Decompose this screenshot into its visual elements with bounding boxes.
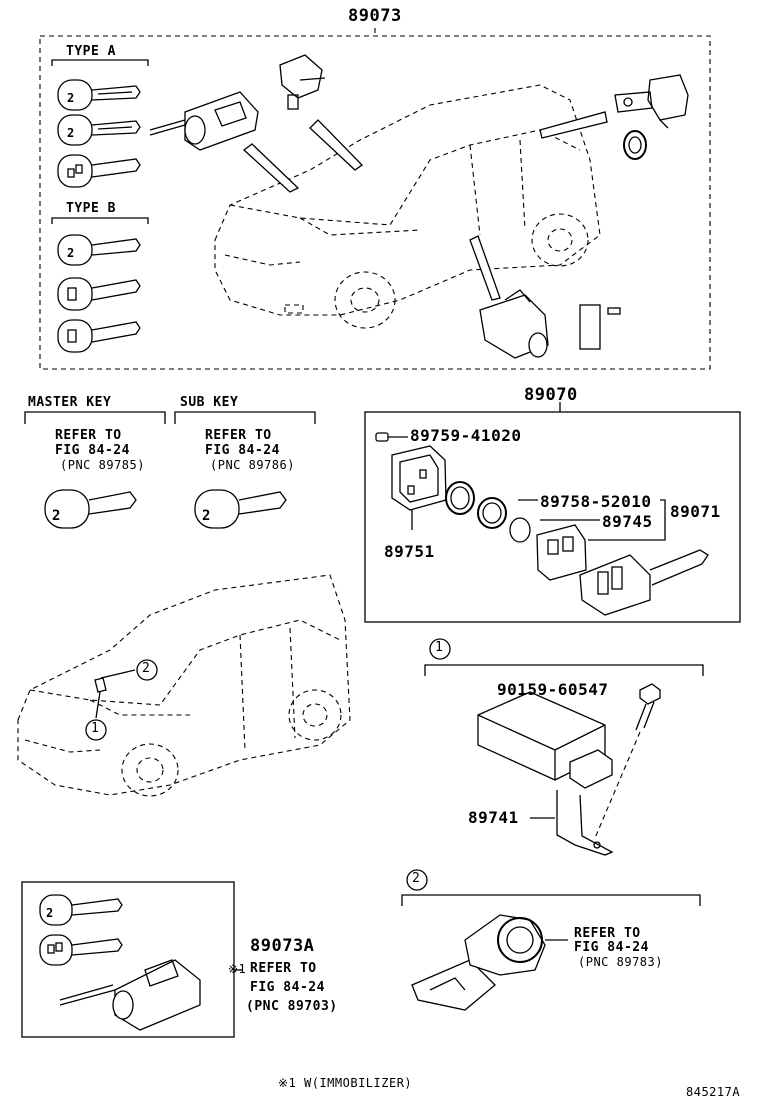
hatch-lock bbox=[614, 74, 689, 160]
sub-refer-line3: (PNC 89786) bbox=[210, 458, 295, 472]
a-refer-line2: FIG 84-24 bbox=[250, 980, 325, 995]
section-1-amplifier bbox=[424, 638, 704, 856]
footnote: ※1 W(IMMOBILIZER) bbox=[278, 1076, 413, 1090]
ref-mark: ※1 bbox=[228, 962, 247, 976]
type-a-keys: 2 2 bbox=[57, 79, 141, 188]
a-refer-line3: (PNC 89703) bbox=[246, 999, 338, 1014]
part-90159-60547: 90159-60547 bbox=[497, 680, 609, 699]
svg-text:2: 2 bbox=[46, 906, 53, 920]
kit-89073-box bbox=[39, 28, 711, 370]
svg-text:2: 2 bbox=[67, 91, 74, 105]
callout-2-mid-text: 2 bbox=[142, 661, 151, 676]
part-89741: 89741 bbox=[468, 808, 519, 827]
sub-refer-line1: REFER TO bbox=[205, 428, 272, 443]
master-refer-line1: REFER TO bbox=[55, 428, 122, 443]
part-89758-52010: 89758-52010 bbox=[540, 492, 652, 511]
type-a-label: TYPE A bbox=[66, 44, 116, 59]
callout-circle-1-mid bbox=[85, 719, 107, 741]
svg-text:2: 2 bbox=[52, 508, 60, 524]
callout-1-mid-text: 1 bbox=[91, 721, 100, 736]
diagram-id: 845217A bbox=[686, 1085, 741, 1099]
master-key-label: MASTER KEY bbox=[28, 395, 112, 410]
type-b-label: TYPE B bbox=[66, 201, 116, 216]
kit-89073a-box: 2 bbox=[21, 881, 242, 1038]
master-refer-line2: FIG 84-24 bbox=[55, 443, 130, 458]
svg-text:2: 2 bbox=[67, 246, 74, 260]
sub-key-label: SUB KEY bbox=[180, 395, 239, 410]
c2-refer-line3: (PNC 89783) bbox=[578, 955, 663, 969]
kit-89070-label: 89070 bbox=[524, 385, 578, 405]
a-refer-line1: REFER TO bbox=[250, 961, 317, 976]
key-brackets bbox=[24, 411, 316, 424]
kit-89073a-label: 89073A bbox=[250, 936, 315, 956]
section-2-coil bbox=[401, 869, 701, 1011]
part-89071: 89071 bbox=[670, 502, 721, 521]
kit-89070-box bbox=[364, 402, 741, 623]
c2-refer-line2: FIG 84-24 bbox=[574, 940, 649, 955]
callout-circle-2-mid bbox=[136, 659, 158, 681]
c2-refer-line1: REFER TO bbox=[574, 926, 641, 941]
section-1-callout-text: 1 bbox=[435, 640, 444, 655]
part-89759-41020: 89759-41020 bbox=[410, 426, 522, 445]
top-vehicle bbox=[214, 84, 601, 329]
location-arrows bbox=[242, 111, 608, 301]
kit-89073-label: 89073 bbox=[348, 6, 402, 26]
door-lock-cylinder bbox=[479, 289, 621, 359]
middle-vehicle bbox=[17, 574, 351, 797]
ignition-cylinder bbox=[149, 91, 259, 151]
svg-text:2: 2 bbox=[67, 126, 74, 140]
svg-text:2: 2 bbox=[202, 508, 210, 524]
type-b-keys: 2 bbox=[57, 234, 141, 353]
section-2-callout-text: 2 bbox=[412, 871, 421, 886]
part-89751: 89751 bbox=[384, 542, 435, 561]
master-refer-line3: (PNC 89785) bbox=[60, 458, 145, 472]
part-89745: 89745 bbox=[602, 512, 653, 531]
lock-actuator-top bbox=[279, 54, 326, 110]
sub-refer-line2: FIG 84-24 bbox=[205, 443, 280, 458]
sub-key: 2 bbox=[194, 489, 287, 529]
master-key: 2 bbox=[44, 489, 137, 529]
